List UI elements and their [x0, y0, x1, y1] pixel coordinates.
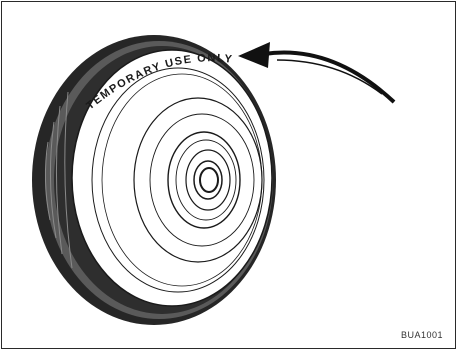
figure-code: BUA1001: [401, 330, 443, 340]
tire-sidewall: [72, 50, 272, 306]
arrow-head-icon: [238, 42, 270, 68]
indicator-arrow: [238, 42, 394, 102]
